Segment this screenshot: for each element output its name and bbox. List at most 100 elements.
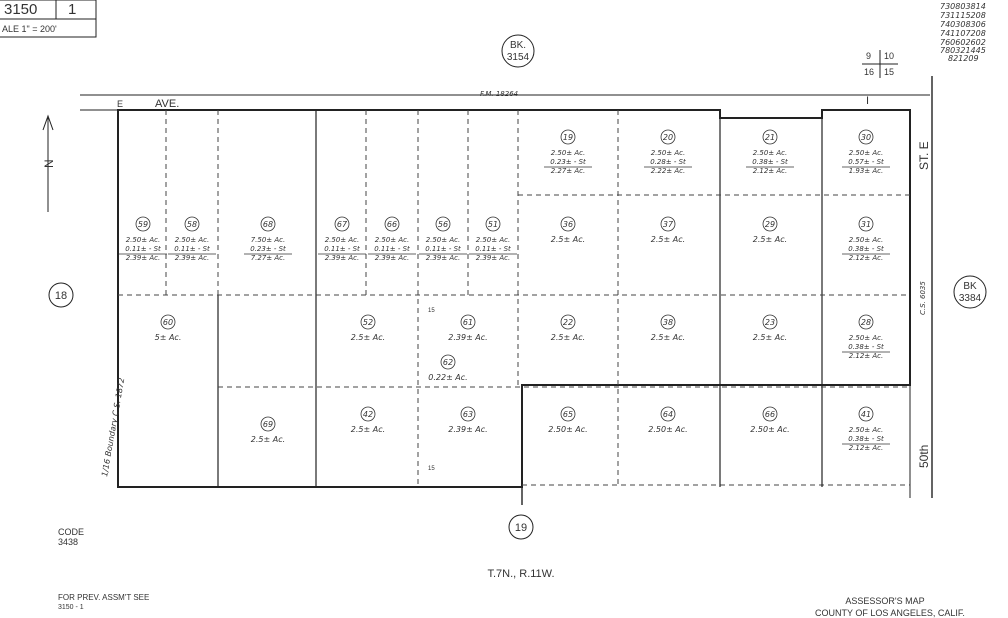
street-number: 50th	[917, 445, 931, 468]
parcel-acreage: 0.22± Ac.	[428, 373, 467, 382]
parcel-61[interactable]: 612.39± Ac.	[448, 314, 488, 342]
parcel-acreage: 0.11± - St	[174, 245, 210, 253]
dimension-label: 15	[428, 308, 435, 314]
revision-entry: 741107208	[940, 29, 986, 38]
parcel-63[interactable]: 632.39± Ac.	[448, 406, 488, 434]
parcel-number-circle	[184, 216, 200, 232]
parcel-60[interactable]: 60 5± Ac.	[155, 314, 182, 342]
parcel-66[interactable]: 662.50± Ac.	[750, 406, 790, 434]
parcel-69[interactable]: 692.5± Ac.	[251, 416, 285, 444]
parcel-acreage: 0.11± - St	[125, 245, 161, 253]
parcel-acreage: 5± Ac.	[155, 333, 182, 342]
north-letter: N	[42, 159, 56, 168]
parcel-acreage: 2.50± Ac.	[849, 236, 884, 244]
parcel-20[interactable]: 202.50± Ac.0.28± - St2.22± Ac.	[644, 129, 692, 175]
parcel-acreage: 2.39± Ac.	[476, 254, 511, 262]
parcel-number: 38	[663, 318, 673, 327]
parcel-acreage: 0.11± - St	[475, 245, 511, 253]
adjacent-section-south[interactable]: 19	[508, 514, 534, 540]
parcel-acreage: 0.38± - St	[848, 343, 884, 351]
parcel-acreage: 2.50± Ac.	[750, 425, 789, 434]
parcel-58[interactable]: 582.50± Ac.0.11± - St2.39± Ac.	[168, 216, 216, 262]
parcel-acreage: 2.5± Ac.	[551, 235, 585, 244]
adjacent-book-east[interactable]: BK 3384	[953, 275, 987, 309]
parcel-number: 22	[563, 318, 573, 327]
parcel-22[interactable]: 22 2.5± Ac.	[551, 314, 585, 342]
parcel-block-outline: 1/16 Boundary C.S. 1872	[100, 109, 911, 505]
parcel-acreage: 0.11± - St	[324, 245, 360, 253]
parcel-number-circle	[858, 406, 874, 422]
parcel-number: 62	[443, 358, 453, 367]
parcel-acreage: 2.39± Ac.	[448, 333, 487, 342]
parcel-64[interactable]: 642.50± Ac.	[648, 406, 688, 434]
parcel-number-circle	[460, 314, 476, 330]
parcel-acreage: 2.50± Ac.	[651, 149, 686, 157]
code-value: 3438	[58, 537, 78, 547]
parcel-number-circle	[135, 216, 151, 232]
dimension-label: 15	[428, 466, 435, 472]
parcel-38[interactable]: 382.5± Ac.	[651, 314, 685, 342]
parcel-number-circle	[334, 216, 350, 232]
parcel-51[interactable]: 512.50± Ac.0.11± - St2.39± Ac.	[469, 216, 517, 262]
parcel-acreage: 2.50± Ac.	[849, 334, 884, 342]
parcel-52[interactable]: 522.5± Ac.	[351, 314, 385, 342]
parcel-acreage: 2.39± Ac.	[175, 254, 210, 262]
parcel-number-circle	[440, 354, 456, 370]
revision-entry: 730803814	[940, 2, 986, 11]
parcel-68[interactable]: 687.50± Ac.0.23± - St7.27± Ac.	[244, 216, 292, 262]
parcel-23[interactable]: 232.5± Ac.	[753, 314, 787, 342]
parcel-19[interactable]: 192.50± Ac.0.23± - St2.27± Ac.	[544, 129, 592, 175]
book-number: 3384	[959, 293, 982, 304]
parcel-29[interactable]: 292.5± Ac.	[753, 216, 787, 244]
lot-lines: 15 15	[118, 110, 910, 487]
north-avenue: E AVE. F.M. 18264 I	[80, 90, 930, 111]
parcel-62[interactable]: 62 0.22± Ac.	[428, 354, 468, 382]
parcel-59[interactable]: 592.50± Ac.0.11± - St2.39± Ac.	[119, 216, 167, 262]
parcel-acreage: 2.50± Ac.	[476, 236, 511, 244]
parcel-acreage: 2.50± Ac.	[426, 236, 461, 244]
parcel-28[interactable]: 282.50± Ac.0.38± - St2.12± Ac.	[842, 314, 890, 360]
book-label: BK.	[510, 40, 526, 51]
parcel-acreage: 0.57± - St	[848, 158, 884, 166]
parcel-37[interactable]: 372.5± Ac.	[651, 216, 685, 244]
parcel-number-circle	[762, 406, 778, 422]
parcel-number-circle	[384, 216, 400, 232]
parcel-number-circle	[762, 129, 778, 145]
section-number: 9	[866, 51, 871, 61]
parcel-30[interactable]: 302.50± Ac.0.57± - St1.93± Ac.	[842, 129, 890, 175]
township-range: T.7N., R.11W.	[487, 568, 554, 580]
parcel-36[interactable]: 362.5± Ac.	[551, 216, 585, 244]
parcel-acreage: 2.5± Ac.	[551, 333, 585, 342]
parcel-acreage: 0.23± - St	[250, 245, 286, 253]
parcel-acreage: 2.5± Ac.	[351, 333, 385, 342]
parcel-number-circle	[435, 216, 451, 232]
parcel-number: 20	[663, 133, 673, 142]
parcel-number: 29	[765, 220, 775, 229]
parcel-acreage: 2.50± Ac.	[849, 149, 884, 157]
section-number: 19	[515, 522, 527, 534]
parcel-number: 60	[163, 318, 173, 327]
parcel-67[interactable]: 672.50± Ac.0.11± - St2.39± Ac.	[318, 216, 366, 262]
parcel-acreage: 1.93± Ac.	[849, 167, 884, 175]
adjacent-section-west[interactable]: 18	[48, 282, 74, 308]
parcel-number: 41	[861, 410, 871, 419]
parcel-number-circle	[160, 314, 176, 330]
adjacent-book-north[interactable]: BK. 3154	[501, 34, 535, 68]
parcel-acreage: 2.39± Ac.	[375, 254, 410, 262]
book-page-number: 3150	[4, 1, 37, 18]
parcel-number: 69	[263, 420, 273, 429]
parcel-acreage: 2.50± Ac.	[648, 425, 687, 434]
parcel-acreage: 2.12± Ac.	[849, 352, 884, 360]
revision-entry: 821209	[948, 54, 979, 63]
cs-note: C.S. 6035	[919, 281, 927, 315]
parcel-66[interactable]: 662.50± Ac.0.11± - St2.39± Ac.	[368, 216, 416, 262]
parcel-65[interactable]: 652.50± Ac.	[548, 406, 588, 434]
parcel-21[interactable]: 212.50± Ac.0.38± - St2.12± Ac.	[746, 129, 794, 175]
parcel-56[interactable]: 562.50± Ac.0.11± - St2.39± Ac.	[419, 216, 467, 262]
parcel-42[interactable]: 422.5± Ac.	[351, 406, 385, 434]
parcel-31[interactable]: 312.50± Ac.0.38± - St2.12± Ac.	[842, 216, 890, 262]
parcel-acreage: 0.23± - St	[550, 158, 586, 166]
parcel-number: 21	[765, 133, 775, 142]
parcel-acreage: 0.38± - St	[752, 158, 788, 166]
parcel-41[interactable]: 412.50± Ac.0.38± - St2.12± Ac.	[842, 406, 890, 452]
